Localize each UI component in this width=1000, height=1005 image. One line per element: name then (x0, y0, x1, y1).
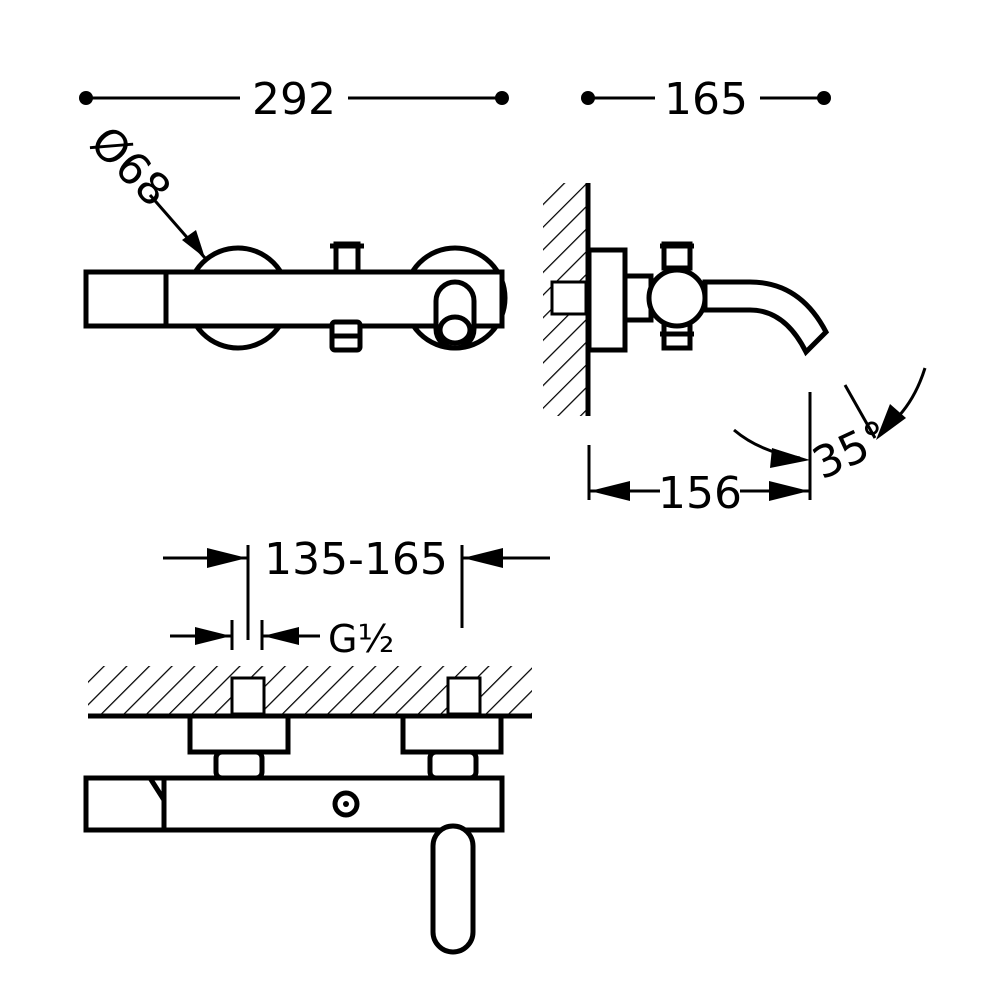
center-distance-label: 135-165 (264, 534, 448, 585)
front-view: Ø68 (80, 117, 508, 353)
mixer-body-plan (83, 775, 505, 833)
spout-projection-label: 156 (658, 468, 742, 519)
left-escutcheon (187, 713, 291, 755)
connection-thread-label: G½ (328, 617, 394, 661)
rosette-diameter-label: Ø68 (80, 117, 180, 217)
depth-label: 165 (664, 74, 748, 125)
wall-plate (586, 247, 628, 353)
dimension-overall-width: 292 (79, 74, 509, 125)
side-view: 35° 156 (543, 183, 927, 519)
right-escutcheon (400, 713, 504, 755)
mixer-body (83, 269, 505, 329)
angle-arrow (770, 448, 810, 468)
angle-arrow (876, 404, 906, 440)
overall-width-label: 292 (252, 74, 336, 125)
dimension-depth: 165 (581, 74, 831, 125)
spout-plan (430, 823, 476, 955)
spout (702, 279, 830, 357)
plan-view: 135-165 G½ (83, 534, 550, 955)
mixer-body-side (646, 267, 708, 329)
